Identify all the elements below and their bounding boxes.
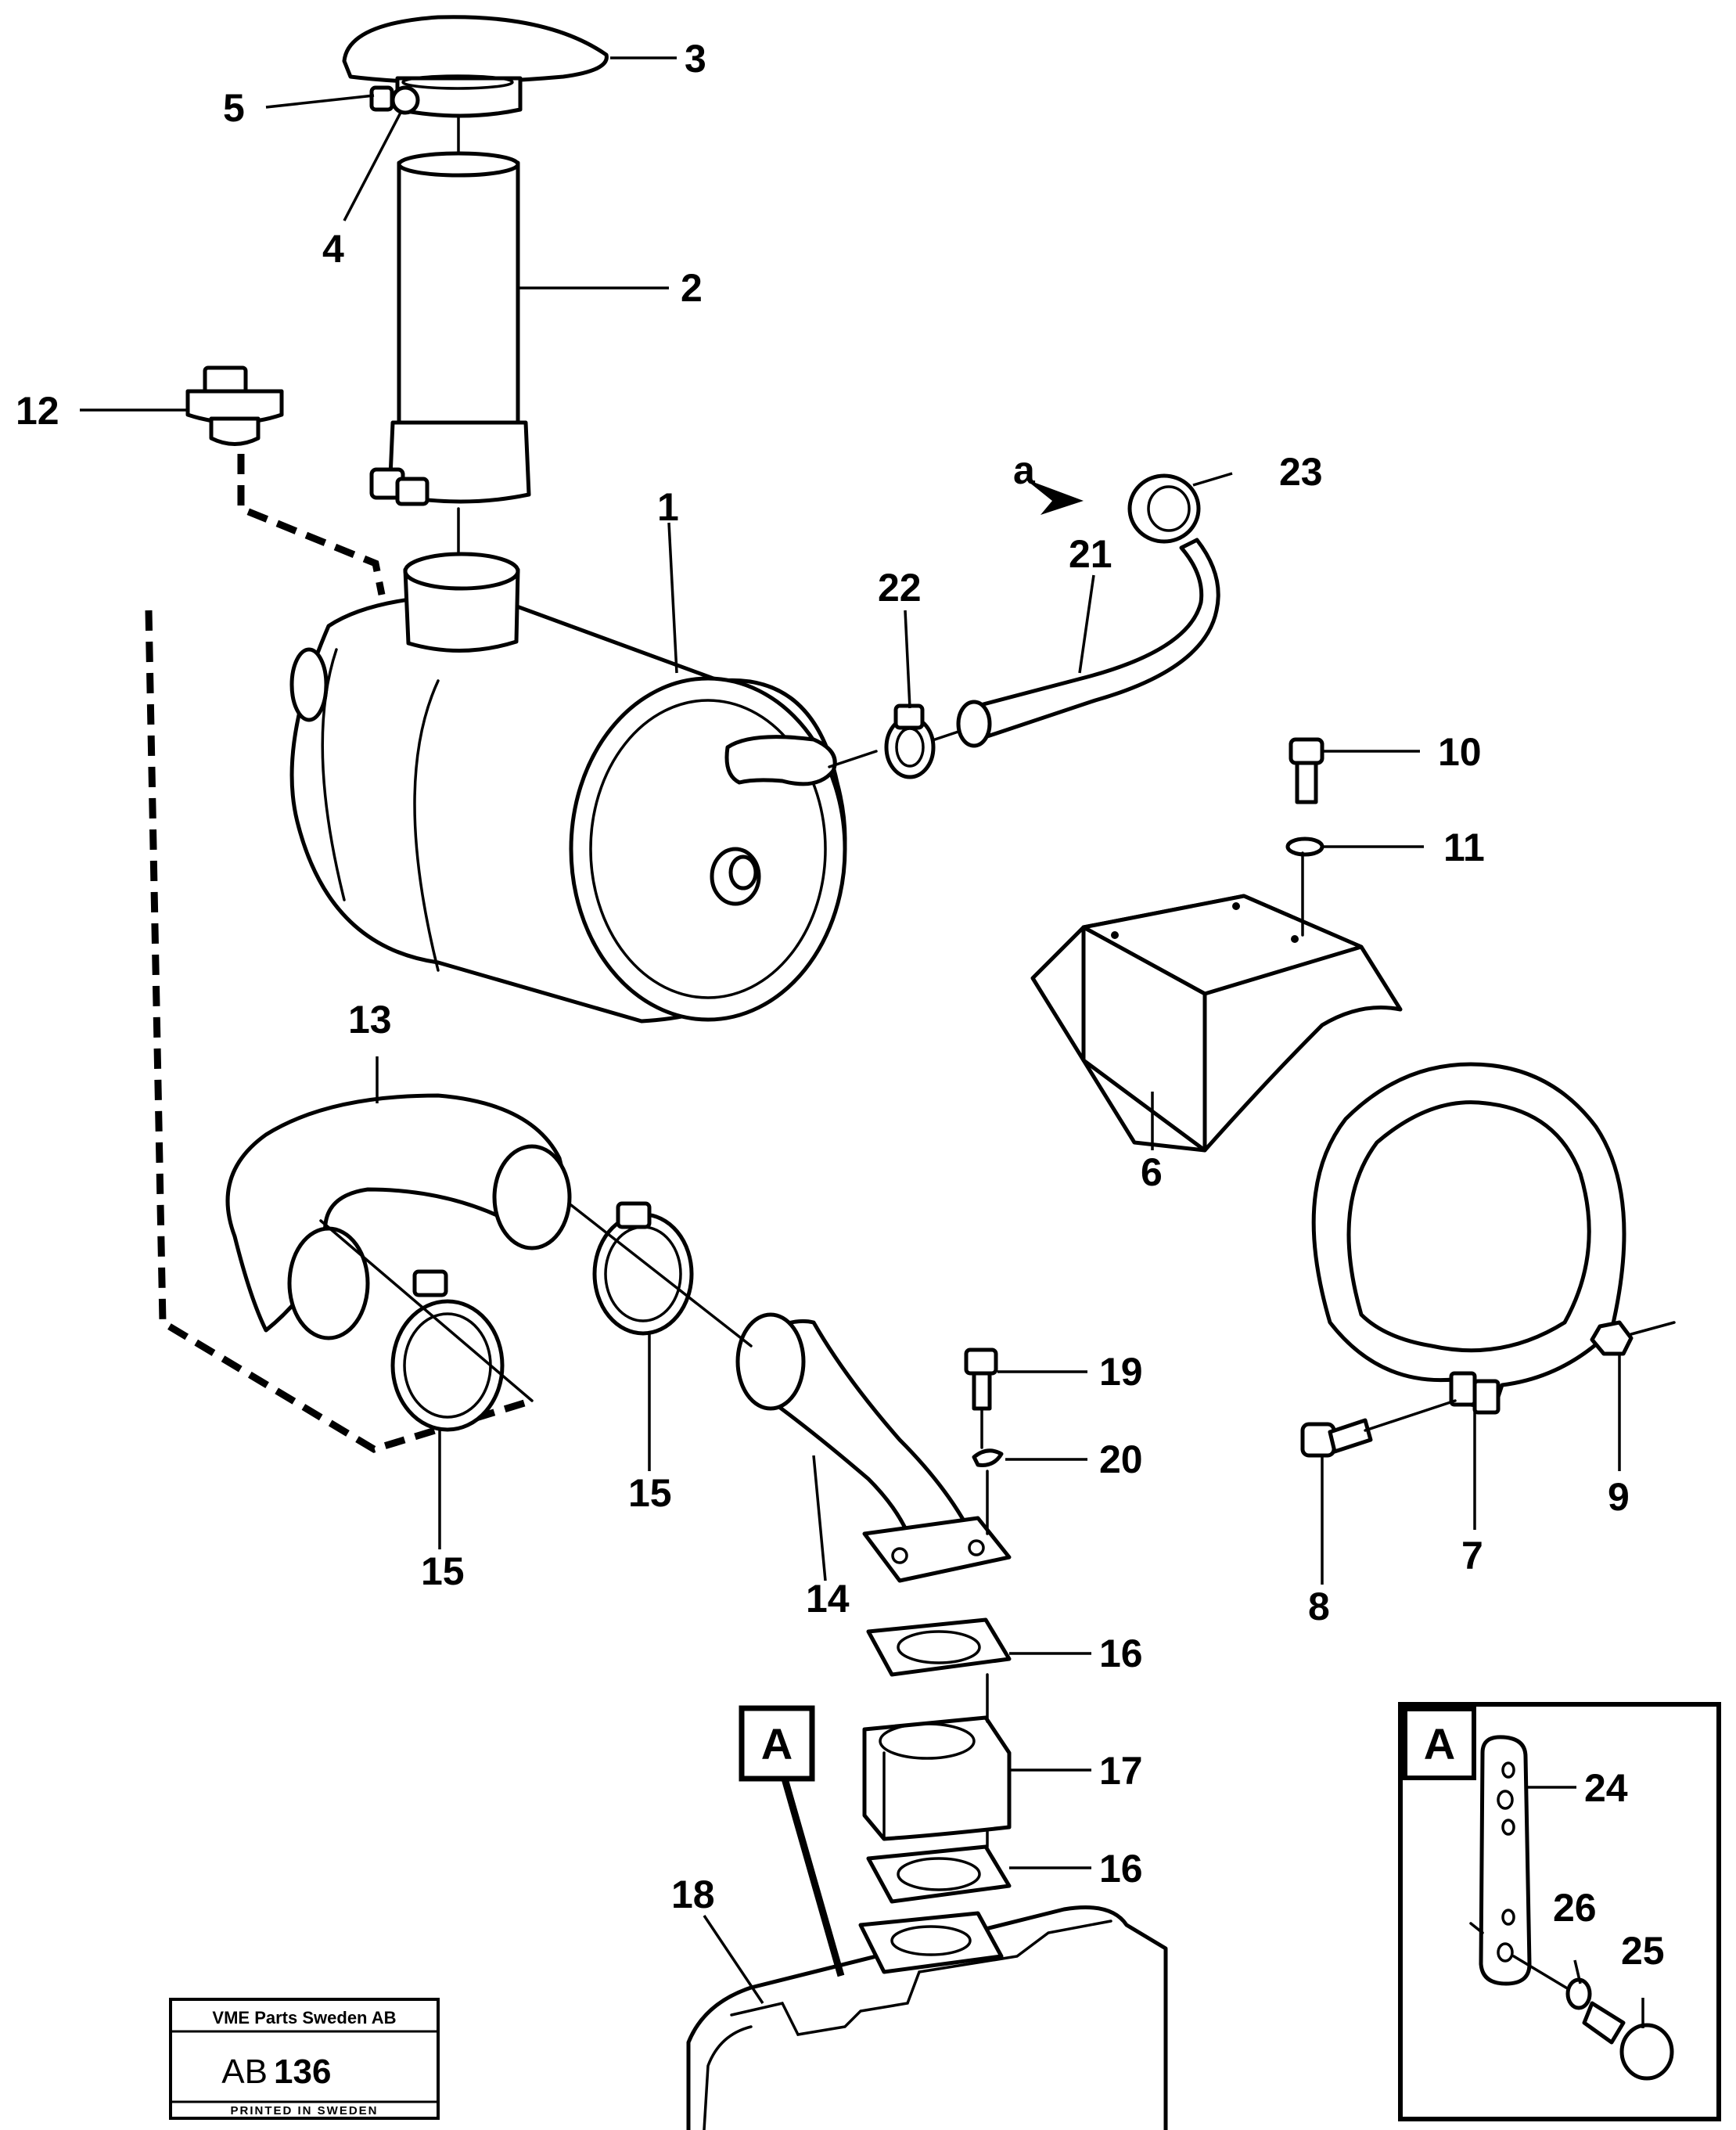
label-part-2: 2 [681,266,703,310]
label-part-10: 10 [1438,730,1482,774]
detail-box-letter: A [1424,1719,1455,1768]
label-part-24: 24 [1584,1766,1628,1810]
label-part-12: 12 [16,389,59,433]
lock-washer-20 [972,1448,1004,1467]
label-part-4: 4 [322,227,344,271]
stamp-code-prefix: AB [221,2053,268,2091]
label-part-26: 26 [1553,1886,1597,1930]
callout-letter: A [761,1719,793,1768]
air-cleaner-housing [289,552,847,1024]
gasket-16-lower [866,1844,1012,1904]
label-part-13: 13 [348,998,392,1042]
grommet [1025,473,1201,544]
stamp-printed: PRINTED IN SWEDEN [230,2104,378,2117]
label-part-5: 5 [223,86,245,130]
leader-lines [80,56,1644,2028]
part-labels: 3 5 4 2 12 1 a 23 21 22 10 11 6 13 15 15… [16,37,1665,1973]
label-part-14: 14 [806,1577,850,1621]
intake-manifold [686,1905,1168,2130]
hose-clamp-15-right [592,1201,694,1336]
label-part-1: 1 [657,485,679,529]
inlet-pipe [735,1312,1012,1583]
stamp-code-number: 136 [274,2053,331,2091]
label-part-15-left: 15 [421,1549,465,1593]
label-part-3: 3 [685,37,706,81]
rubber-elbow [225,1093,572,1340]
inlet-tube [369,116,531,557]
label-part-8: 8 [1308,1585,1330,1628]
label-part-19: 19 [1099,1350,1143,1394]
detail-washer [1565,1977,1592,2010]
title-stamp: VME Parts Sweden AB AB 136 PRINTED IN SW… [169,1998,440,2120]
callout-box-a: A [739,1705,845,1977]
screw-19 [964,1347,998,1411]
label-part-20: 20 [1099,1437,1143,1481]
service-indicator [185,365,284,446]
drain-hose [956,538,1220,748]
strap-nut [1590,1320,1634,1356]
label-part-21: 21 [1069,532,1112,576]
stamp-company: VME Parts Sweden AB [212,2008,396,2027]
mounting-bracket [1030,894,1403,1153]
strap-bolt [1300,1418,1373,1458]
label-part-16-lower: 16 [1099,1847,1143,1891]
label-part-18: 18 [671,1873,715,1916]
hose-clamp-22 [884,703,936,779]
label-part-22: 22 [878,566,922,610]
label-part-23: 23 [1279,450,1323,494]
spacer-block [862,1715,1012,1841]
label-part-17: 17 [1099,1749,1143,1793]
detail-bolt [1582,2001,1674,2081]
bolt-10-washer-11 [1285,737,1324,857]
label-part-25: 25 [1621,1929,1665,1973]
view-a-marker: a [1013,448,1036,492]
strap-band [1311,1062,1626,1415]
gasket-16-upper [866,1617,1012,1677]
label-part-15-right: 15 [628,1471,672,1515]
label-part-11: 11 [1443,826,1485,869]
label-part-7: 7 [1461,1534,1483,1578]
assembly-axis-lines [319,730,1676,1848]
label-part-6: 6 [1141,1150,1163,1194]
detail-view-a: A [1398,1702,1721,2121]
label-part-9: 9 [1608,1475,1630,1519]
label-part-16-upper: 16 [1099,1632,1143,1675]
rain-cap [342,15,609,118]
cap-clamp-screw [369,85,420,115]
